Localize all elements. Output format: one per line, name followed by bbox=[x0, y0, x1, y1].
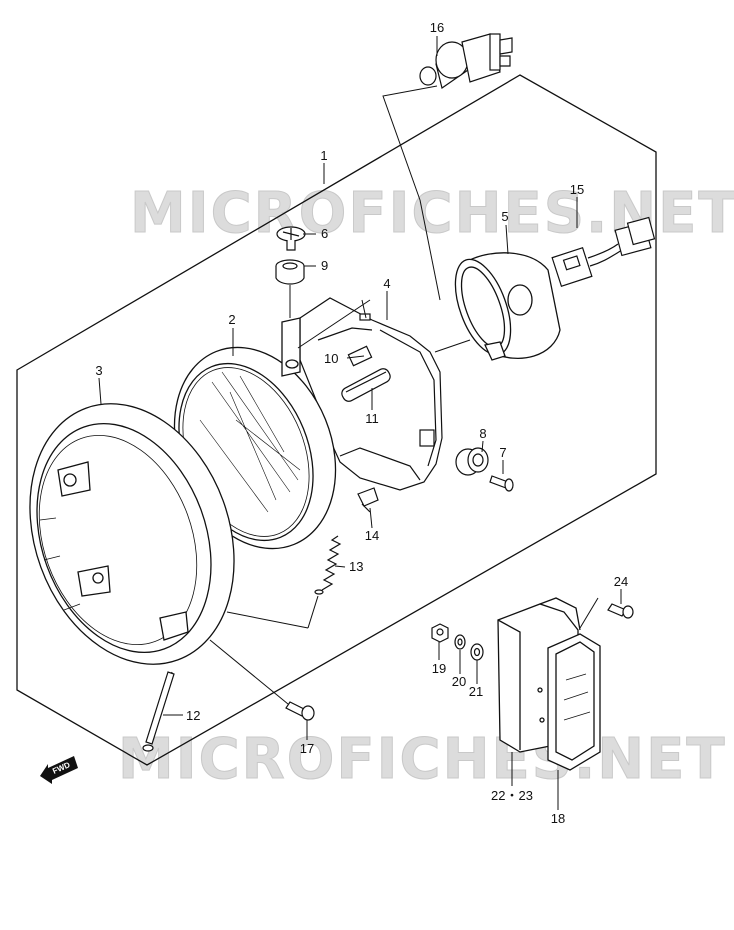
washer-21 bbox=[470, 643, 484, 661]
headlamp-rim-3 bbox=[29, 403, 235, 665]
callout-12: 12 bbox=[186, 708, 200, 723]
screw-7 bbox=[489, 475, 514, 492]
adjuster-11 bbox=[341, 368, 391, 402]
callout-8: 8 bbox=[479, 426, 486, 441]
screw-17 bbox=[285, 701, 315, 721]
leader-lines bbox=[98, 36, 622, 810]
callout-3: 3 bbox=[95, 363, 102, 378]
callout-7: 7 bbox=[499, 445, 506, 460]
callout-22-23: 22・23 bbox=[491, 788, 533, 803]
assembly-outline bbox=[16, 74, 657, 766]
watermark-top: MICROFICHES.NET bbox=[130, 181, 734, 246]
callout-labels: 16 1 15 5 6 9 4 2 10 3 11 8 7 14 13 24 1… bbox=[95, 20, 628, 826]
grommet-8 bbox=[455, 447, 489, 476]
clip-14 bbox=[357, 487, 379, 513]
lens-18 bbox=[547, 633, 601, 771]
fwd-arrow-icon: FWD bbox=[40, 756, 78, 784]
callout-5: 5 bbox=[501, 209, 508, 224]
callout-21: 21 bbox=[469, 684, 483, 699]
screw-24 bbox=[607, 603, 634, 619]
dust-cover-5 bbox=[454, 252, 561, 361]
callout-18: 18 bbox=[551, 811, 565, 826]
spring-13 bbox=[314, 535, 342, 595]
bulb-16 bbox=[419, 33, 513, 89]
grommet-9 bbox=[275, 259, 305, 285]
callout-11: 11 bbox=[365, 411, 379, 426]
socket-connector-15 bbox=[551, 216, 656, 287]
callout-20: 20 bbox=[452, 674, 466, 689]
callout-15: 15 bbox=[570, 182, 584, 197]
callout-6: 6 bbox=[321, 226, 328, 241]
callout-13: 13 bbox=[349, 559, 363, 574]
callout-4: 4 bbox=[383, 276, 390, 291]
callout-19: 19 bbox=[432, 661, 446, 676]
callout-16: 16 bbox=[430, 20, 444, 35]
callout-9: 9 bbox=[321, 258, 328, 273]
screw-6 bbox=[276, 226, 306, 251]
washer-20 bbox=[454, 634, 466, 650]
screw-12 bbox=[142, 671, 175, 752]
callout-17: 17 bbox=[300, 741, 314, 756]
callout-14: 14 bbox=[365, 528, 379, 543]
callout-2: 2 bbox=[228, 312, 235, 327]
callout-24: 24 bbox=[614, 574, 628, 589]
nut-19 bbox=[431, 623, 449, 643]
watermark-bottom: MICROFICHES.NET bbox=[118, 727, 727, 792]
callout-1: 1 bbox=[320, 148, 327, 163]
callout-10: 10 bbox=[324, 351, 338, 366]
